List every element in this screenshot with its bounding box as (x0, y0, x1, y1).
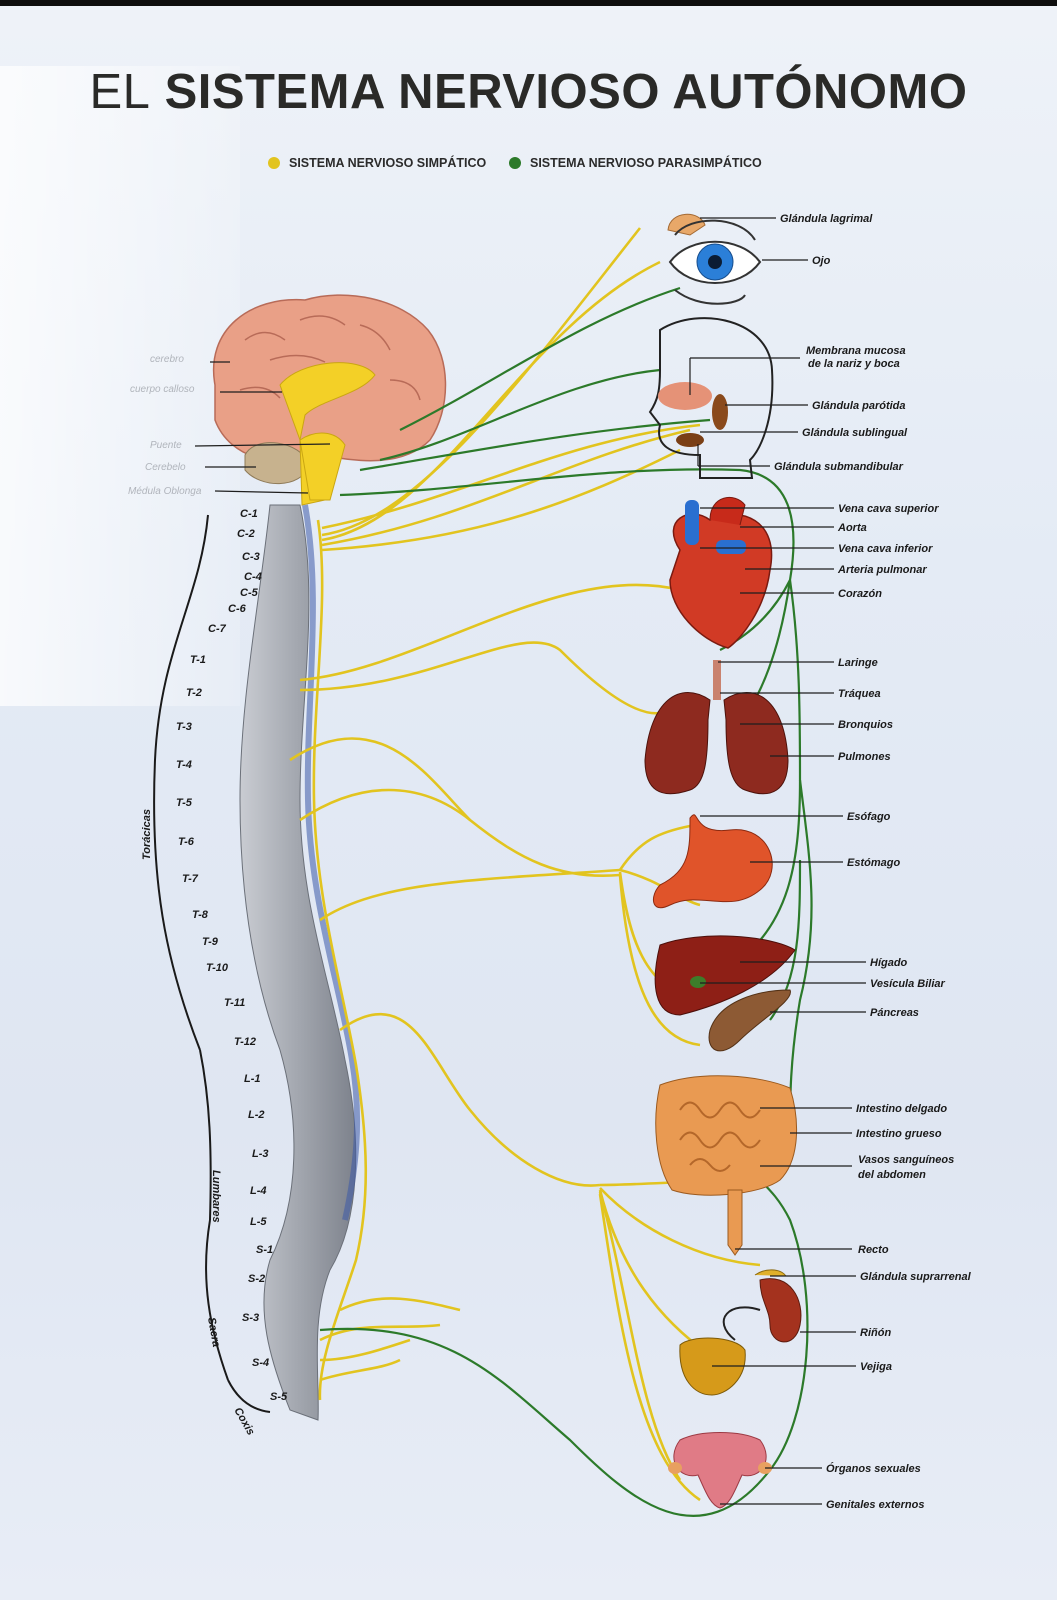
vertebra-label-s-3: S-3 (242, 1312, 259, 1324)
vertebra-label-t-3: T-3 (176, 721, 192, 733)
vertebra-label-t-12: T-12 (234, 1036, 256, 1048)
label-glandula-submandibular: Glándula submandibular (774, 461, 904, 473)
legend-parasympathetic-dot (509, 157, 521, 169)
label-ojo: Ojo (812, 255, 831, 267)
label-esofago: Esófago (847, 811, 891, 823)
brain-label-cuerpo-calloso: cuerpo calloso (130, 384, 195, 395)
brain-labels: cerebro cuerpo calloso Puente Cerebelo M… (128, 354, 331, 497)
spine-illustration (239, 504, 361, 1421)
vertebra-label-s-2: S-2 (248, 1273, 265, 1285)
vertebra-label-t-10: T-10 (206, 962, 229, 974)
legend-parasympathetic-label: SISTEMA NERVIOSO PARASIMPÁTICO (530, 156, 762, 170)
parasympathetic-nerves (319, 286, 813, 1517)
organ-labels: Glándula lagrimal Ojo Membrana mucosa de… (774, 213, 972, 1511)
legend-sympathetic: SISTEMA NERVIOSO SIMPÁTICO (268, 156, 486, 170)
vertebra-label-t-1: T-1 (190, 654, 206, 666)
intestines-illustration (655, 1075, 797, 1256)
label-vesicula-biliar: Vesícula Biliar (870, 978, 946, 990)
label-traquea: Tráquea (838, 688, 881, 700)
vertebra-label-t-7: T-7 (182, 873, 199, 885)
vertebra-label-t-11: T-11 (224, 997, 245, 1009)
vertebra-label-t-5: T-5 (176, 797, 193, 809)
vertebra-label-c-5: C-5 (240, 587, 259, 599)
label-laringe: Laringe (838, 657, 878, 669)
vertebra-label-t-8: T-8 (192, 909, 209, 921)
label-intestino-delgado: Intestino delgado (856, 1103, 947, 1115)
brain-label-cerebro: cerebro (150, 354, 184, 365)
vertebra-label-l-3: L-3 (252, 1148, 269, 1160)
reproductive-illustration (668, 1432, 772, 1509)
label-vena-cava-superior: Vena cava superior (838, 503, 939, 515)
label-organos-sexuales: Órganos sexuales (826, 1462, 921, 1475)
legend-sympathetic-dot (268, 157, 280, 169)
vertebra-label-l-2: L-2 (248, 1109, 265, 1121)
label-glandula-lagrimal: Glándula lagrimal (780, 213, 873, 225)
label-genitales-externos: Genitales externos (826, 1499, 924, 1511)
vertebra-label-t-4: T-4 (176, 759, 192, 771)
label-corazon: Corazón (838, 588, 882, 600)
legend-parasympathetic: SISTEMA NERVIOSO PARASIMPÁTICO (509, 156, 762, 170)
vertebra-label-s-1: S-1 (256, 1244, 273, 1256)
label-abdomen: del abdomen (858, 1169, 926, 1181)
label-nariz-boca: de la nariz y boca (808, 358, 900, 370)
vertebra-label-l-1: L-1 (244, 1073, 261, 1085)
label-glandula-suprarrenal: Glándula suprarrenal (860, 1271, 972, 1283)
brain-label-puente: Puente (150, 440, 182, 451)
region-lumbares: Lumbares (210, 1170, 222, 1223)
label-vejiga: Vejiga (860, 1361, 892, 1373)
kidney-illustration (722, 1269, 802, 1343)
label-pancreas: Páncreas (870, 1007, 919, 1019)
lungs-illustration (644, 660, 789, 795)
vertebra-label-s-4: S-4 (252, 1357, 269, 1369)
vertebra-label-s-5: S-5 (270, 1391, 288, 1403)
title-lead: EL (89, 65, 151, 119)
label-vena-cava-inferior: Vena cava inferior (838, 543, 933, 555)
nervous-system-diagram: cerebro cuerpo calloso Puente Cerebelo M… (128, 213, 972, 1517)
vertebra-label-c-3: C-3 (242, 551, 260, 563)
vertebra-label-l-5: L-5 (250, 1216, 267, 1228)
legend-sympathetic-label: SISTEMA NERVIOSO SIMPÁTICO (289, 156, 487, 170)
label-higado: Hígado (870, 957, 908, 969)
vertebra-label-c-6: C-6 (228, 603, 247, 615)
brain-illustration (212, 294, 447, 506)
label-membrana-mucosa: Membrana mucosa (806, 345, 906, 357)
title-main: SISTEMA NERVIOSO AUTÓNOMO (164, 65, 968, 119)
eye-illustration (667, 213, 762, 305)
brain-label-medula: Médula Oblonga (128, 486, 202, 497)
head-illustration (648, 317, 774, 479)
vertebra-label-l-4: L-4 (250, 1185, 267, 1197)
label-bronquios: Bronquios (838, 719, 893, 731)
poster: EL SISTEMA NERVIOSO AUTÓNOMO SISTEMA NER… (0, 6, 1057, 1600)
label-recto: Recto (858, 1244, 889, 1256)
label-pulmones: Pulmones (838, 751, 891, 763)
vertebra-labels: C-1C-2C-3C-4C-5C-6C-7T-1T-2T-3T-4T-5T-6T… (176, 508, 288, 1403)
label-glandula-parotida: Glándula parótida (812, 400, 906, 412)
region-sacra: Sacra (205, 1316, 222, 1348)
vertebra-label-t-9: T-9 (202, 936, 219, 948)
label-aorta: Aorta (837, 522, 867, 534)
label-rinon: Riñón (860, 1327, 891, 1339)
organ-leader-lines (689, 217, 866, 1505)
liver-illustration (654, 935, 796, 1052)
stomach-illustration (652, 814, 773, 908)
vertebra-label-t-6: T-6 (178, 836, 195, 848)
vertebra-label-c-2: C-2 (237, 528, 255, 540)
region-coxis: Coxis (231, 1406, 256, 1438)
vertebra-label-t-2: T-2 (186, 687, 202, 699)
label-arteria-pulmonar: Arteria pulmonar (837, 564, 927, 576)
label-vasos-sanguineos: Vasos sanguíneos (858, 1154, 954, 1166)
brain-label-cerebelo: Cerebelo (145, 462, 186, 473)
poster-title: EL SISTEMA NERVIOSO AUTÓNOMO (0, 64, 1057, 120)
vertebra-label-c-4: C-4 (244, 571, 262, 583)
label-estomago: Estómago (847, 857, 900, 869)
vertebra-label-c-7: C-7 (208, 623, 227, 635)
label-intestino-grueso: Intestino grueso (856, 1128, 942, 1140)
region-toracicas: Torácicas (141, 809, 153, 860)
vertebra-label-c-1: C-1 (240, 508, 258, 520)
label-glandula-sublingual: Glándula sublingual (802, 427, 908, 439)
